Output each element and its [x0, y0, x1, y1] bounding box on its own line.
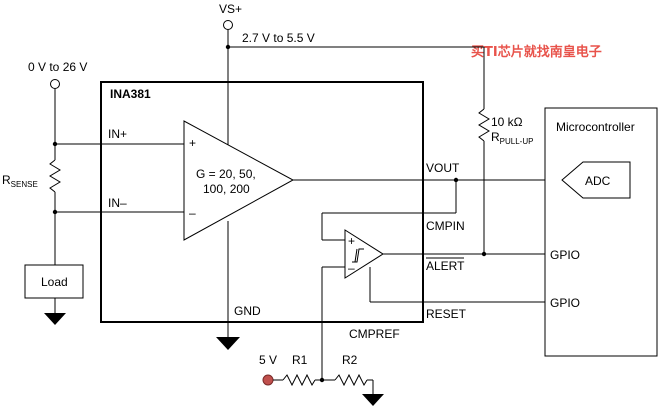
source-5v-label: 5 V [259, 353, 277, 367]
gnd-label: GND [234, 304, 261, 318]
amp-plus-sign: + [189, 136, 196, 150]
gain-line2: 100, 200 [203, 182, 250, 196]
supply-label: VS+ [219, 2, 242, 16]
cmpin-label: CMPIN [426, 219, 465, 233]
r1-label: R1 [292, 353, 308, 367]
hysteresis-icon-line [354, 248, 358, 263]
hysteresis-icon [352, 248, 364, 263]
microcontroller-title: Microcontroller [556, 120, 635, 134]
load-ground-icon [44, 313, 66, 325]
supply-terminal [223, 20, 233, 30]
comparator-triangle [344, 229, 384, 279]
watermark-text: 买TI芯片就找南皇电子 [471, 44, 602, 60]
in-minus-label: IN– [108, 196, 127, 210]
cmp-plus-sign: + [348, 234, 355, 248]
r2-resistor [334, 373, 368, 387]
in-plus-label: IN+ [108, 127, 127, 141]
rsense-resistor [49, 159, 61, 193]
amp-minus-sign: – [189, 206, 196, 220]
alert-label: ALERT [426, 259, 465, 273]
chip-ground-icon [216, 337, 240, 350]
adc-label: ADC [585, 174, 611, 188]
gain-line1: G = 20, 50, [196, 167, 256, 181]
vout-label: VOUT [426, 161, 460, 175]
divider-ground-icon [362, 394, 384, 406]
input-range-label: 0 V to 26 V [28, 60, 87, 74]
r2-label: R2 [342, 353, 358, 367]
input-terminal [50, 79, 60, 89]
source-5v-terminal [262, 374, 274, 386]
microcontroller-box [544, 107, 658, 357]
adc-block [561, 161, 631, 199]
load-box [24, 264, 84, 299]
divider-junction [319, 377, 325, 383]
load-label: Load [41, 275, 68, 289]
ina381-chip-body [100, 81, 424, 323]
gpio1-label: GPIO [550, 248, 580, 262]
pullup-label: RPULL-UP [491, 130, 533, 146]
supply-range-label: 2.7 V to 5.5 V [242, 31, 315, 45]
cmp-minus-sign: – [348, 261, 355, 275]
r1-resistor [282, 373, 316, 387]
pullup-resistor [478, 108, 490, 142]
gpio2-label: GPIO [550, 296, 580, 310]
chip-name: INA381 [110, 87, 151, 101]
pullup-value: 10 kΩ [491, 115, 523, 129]
rsense-label: RSENSE [2, 173, 38, 189]
amplifier-triangle [183, 120, 295, 241]
reset-label: RESET [426, 307, 467, 321]
cmpref-label: CMPREF [349, 327, 400, 341]
